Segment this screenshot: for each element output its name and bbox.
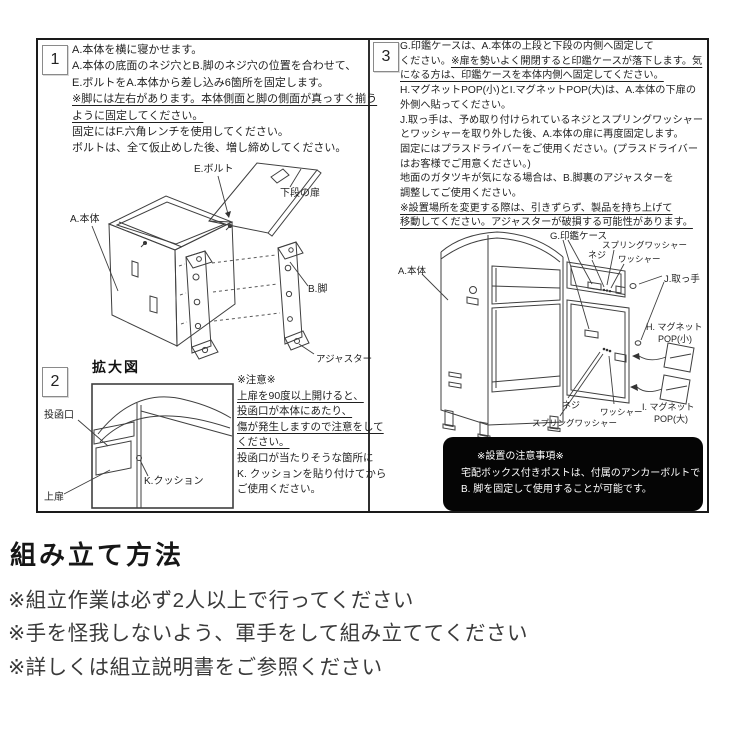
label-leg: B.脚 [308,282,327,295]
label-spring-washer-bottom: スプリングワッシャー [532,418,617,428]
step-3-instructions: G.印鑑ケースは、A.本体の上段と下段の内側へ固定して ください。※扉を勢いよく… [400,41,704,229]
diagram-body-on-side: E.ボルト 下段の扉 A.本体 B.脚 アジャスター [70,162,372,365]
label-washer-bottom: ワッシャー [600,407,643,417]
label-body-2: A.本体 [398,265,426,277]
label-handle: J.取っ手 [664,273,700,285]
note-line: ※設置の注意事項※ [477,451,564,462]
step-2-caution: ※注意※ 上扉を90度以上開けると、 投函口が本体にあたり、 傷が発生しますので… [237,374,387,496]
diagram1-leader-lines [91,168,315,355]
enlarged-view-diagram: 投函口 K.クッション 上扉 [44,383,234,509]
diagram-standing-postbox: A.本体 G.印鑑ケース スプリングワッシャー ネジ ワッシャー J.取っ手 H… [398,230,703,440]
label-upper-door: 上扉 [44,490,64,503]
label-magnet-large-1: I. マグネット [642,401,695,412]
label-adjuster: アジャスター [316,354,372,365]
column-divider [368,40,370,511]
diagram2-leader-lines [421,239,665,417]
label-mail-slot: 投函口 [44,408,74,421]
step-1-instructions: A.本体を横に寝かせます。 A.本体の底面のネジ穴とB.脚のネジ穴の位置を合わせ… [72,44,378,155]
label-body: A.本体 [70,212,99,225]
installation-note-box: ※設置の注意事項※ 宅配ボックス付きポストは、付属のアンカーボルトで B. 脚を… [443,437,703,511]
enlarged-leader-lines [63,419,149,495]
label-magnet-large-2: POP(大) [654,413,688,424]
assembly-notes: ※組立作業は必ず2人以上で行ってください ※手を怪我しないよう、軍手をして組み立… [8,584,528,684]
leg-rear-drawing [277,241,310,351]
assembly-note-item: ※詳しくは組立説明書をご参照ください [8,655,383,679]
step-1-number-box: 1 [42,45,68,75]
enlarged-view-title: 拡大図 [92,359,140,375]
alignment-dashed-lines [178,254,281,325]
label-cushion: K.クッション [144,475,203,487]
cabinet-drawing [440,231,564,440]
note-line: 宅配ボックス付きポストは、付属のアンカーボルトで [461,467,701,479]
label-magnet-small-2: POP(小) [658,334,692,344]
post-corner-drawing [93,396,233,508]
leg-front-drawing [185,250,219,360]
instruction-sheet-panel [36,38,709,513]
upper-door-drawing [566,261,637,298]
magnet-pop-cards [630,342,695,405]
assembly-note-item: ※組立作業は必ず2人以上で行ってください [8,589,414,612]
label-screw-bottom: ネジ [562,400,580,410]
label-screw-top: ネジ [588,250,606,260]
label-washer-top: ワッシャー [618,254,661,264]
label-bolt: E.ボルト [194,163,233,175]
step-3-number-box: 3 [373,42,399,72]
step-2-number: 2 [50,373,60,390]
box-body-drawing [107,195,236,347]
label-magnet-small-1: H. マグネット [646,321,703,332]
step-2-number-box: 2 [42,367,68,397]
lower-door-drawing [566,299,642,404]
label-seal-case: G.印鑑ケース [550,230,607,242]
step-1-number: 1 [50,51,60,68]
label-lower-door: 下段の扉 [280,186,320,199]
assembly-method-heading: 組み立て方法 [10,540,185,570]
assembly-note-item: ※手を怪我しないよう、軍手をして組み立ててください [8,622,529,646]
label-spring-washer-top: スプリングワッシャー [602,240,687,250]
step-3-number: 3 [381,48,391,65]
note-line: B. 脚を固定して使用することが可能です。 [461,484,652,495]
open-lower-door-drawing [208,162,322,237]
